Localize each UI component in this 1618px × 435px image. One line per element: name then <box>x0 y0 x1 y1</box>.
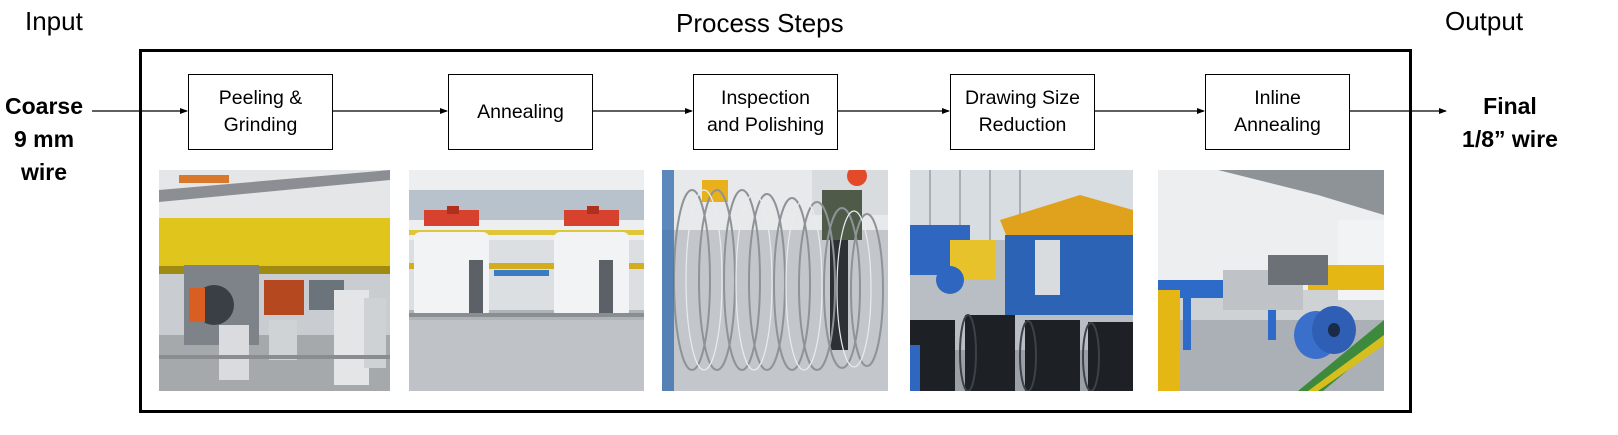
step-5-line-2: Annealing <box>1234 114 1321 136</box>
step-3-line-2: and Polishing <box>706 114 825 136</box>
step-inspection-polishing: Inspection and Polishing <box>693 74 838 150</box>
input-material-line-3: wire <box>20 159 68 185</box>
step-1-line-2: Grinding <box>223 114 298 136</box>
output-material-line-1: Final <box>1483 93 1537 119</box>
inline-annealing-line-photo <box>1158 170 1384 391</box>
step-4-line-1: Drawing Size <box>965 87 1080 109</box>
input-header: Input <box>25 6 83 36</box>
step-annealing: Annealing <box>448 74 593 150</box>
step-1-line-1: Peeling & <box>218 87 303 109</box>
process-steps-header: Process Steps <box>676 8 844 38</box>
step-peeling-grinding: Peeling & Grinding <box>188 74 333 150</box>
input-material-label: Coarse 9 mm wire <box>0 90 88 189</box>
input-material-line-1: Coarse <box>5 93 83 119</box>
process-frame <box>139 49 1412 413</box>
peeling-grinding-line-photo <box>159 170 390 391</box>
wire-drawing-machines-photo <box>910 170 1133 391</box>
annealing-furnaces-photo <box>409 170 644 391</box>
wire-coil-inspection-photo <box>662 170 888 391</box>
output-material-line-2: 1/8” wire <box>1462 126 1558 152</box>
step-5-line-1: Inline <box>1254 87 1301 109</box>
input-material-line-2: 9 mm <box>13 126 75 152</box>
output-material-label: Final 1/8” wire <box>1450 90 1570 156</box>
step-3-line-1: Inspection <box>721 87 810 109</box>
output-header: Output <box>1445 6 1524 36</box>
step-2-line-1: Annealing <box>477 100 564 123</box>
step-4-line-2: Reduction <box>978 114 1067 136</box>
